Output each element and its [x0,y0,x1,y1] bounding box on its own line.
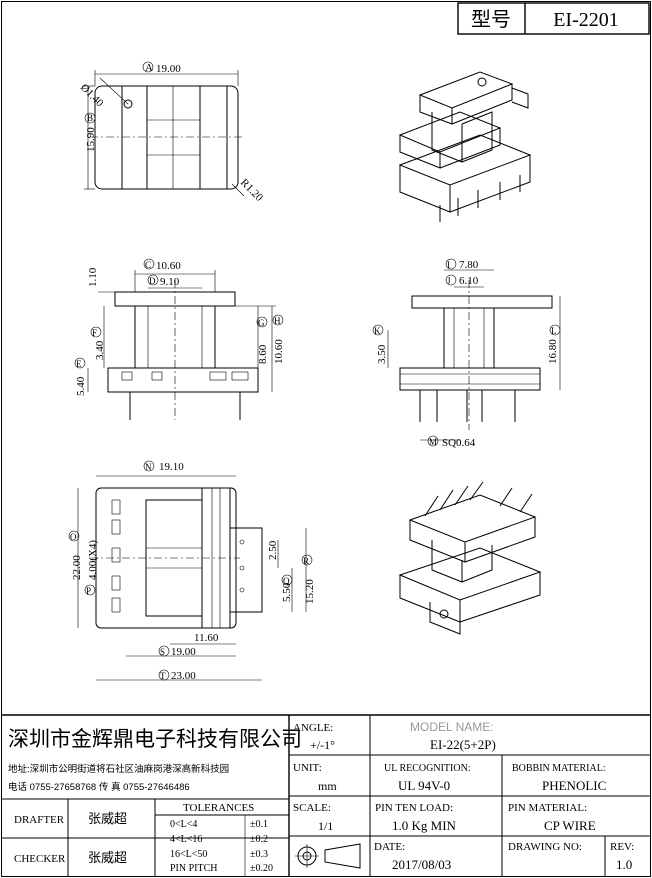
pin-material-label: PIN MATERIAL: [508,802,587,814]
drafter-value: 张威超 [88,811,127,826]
dim-A: 19.00 [156,63,181,75]
dim-E: 5.40 [75,376,87,396]
marker-M: M [429,437,437,447]
isometric-view-bottom [398,481,542,635]
marker-K: K [374,326,381,336]
rev-label: REV: [610,841,634,853]
marker-P: P [86,586,91,596]
angle-label: ANGLE: [293,722,333,734]
marker-E: E [76,359,82,369]
dim-H: 10.60 [273,339,285,364]
title-block: 深圳市金辉鼎电子科技有限公司 地址:深圳市公明街道将石社区油麻岗港深高新科技园 … [1,714,651,876]
dim-O: 22.00 [71,555,83,580]
marker-J: J [447,276,451,286]
tol-value-3: ±0.3 [250,849,268,860]
company-phone: 电话 0755-27658768 传 真 0755-27646486 [8,781,190,793]
dim-L: 16.80 [547,339,559,364]
marker-G: G [258,318,265,328]
dim-radius: R1.20 [238,177,266,205]
scale-label: SCALE: [293,802,331,814]
rev-value: 1.0 [616,857,632,872]
dim-N: 19.10 [159,461,184,473]
model-number: EI-2201 [553,9,619,31]
dim-R: 15.20 [304,579,316,604]
pin-load-label: PIN TEN LOAD: [375,802,453,814]
dim-2-50: 2.50 [267,540,279,560]
model-name-value: EI-22(5+2P) [430,737,496,752]
dim-B: 15.90 [85,127,97,152]
dim-M: SQ0.64 [442,437,476,449]
dim-J: 6.10 [459,275,479,287]
isometric-view-top [398,71,532,222]
marker-D: D [149,276,156,286]
angle-value: +/-1° [310,738,335,752]
dim-K: 3.50 [376,344,388,364]
drawing-no-label: DRAWING NO: [508,841,582,853]
unit-label: UNIT: [293,762,322,774]
tol-range-3: 16<L<50 [170,849,207,860]
dim-S: 19.00 [171,646,196,658]
date-label: DATE: [374,841,405,853]
tol-range-2: 4<L<16 [170,834,202,845]
pin-material-value: CP WIRE [544,818,596,833]
date-value: 2017/08/03 [392,857,451,872]
tol-range-1: 0<L<4 [170,819,197,830]
dim-11-60: 11.60 [194,632,219,644]
marker-S: S [160,647,165,657]
projection-symbol [295,843,361,869]
company-address: 地址:深圳市公明街道将石社区油麻岗港深高新科技园 [8,763,229,775]
marker-F: F [92,328,97,338]
drafter-label: DRAFTER [14,814,65,826]
company-name: 深圳市金辉鼎电子科技有限公司 [8,728,302,751]
tolerances-label: TOLERANCES [183,802,254,814]
marker-N: N [145,462,152,472]
dim-Q: 5.50 [281,582,293,602]
marker-T: T [160,671,166,681]
checker-value: 张威超 [88,850,127,865]
bobbin-material-label: BOBBIN MATERIAL: [512,763,606,774]
bottom-view: N 19.10 O 22.00 P 4.00(X4) 2.50 Q 5.50 R… [68,460,316,682]
tol-range-4: PIN PITCH [170,863,218,874]
tol-value-2: ±0.2 [250,834,268,845]
tol-value-1: ±0.1 [250,819,268,830]
marker-C: C [145,260,151,270]
checker-label: CHECKER [14,853,66,865]
side-view: I 7.80 J 6.10 K 3.50 L 16.80 M SQ0.64 [372,258,561,449]
marker-R: R [303,556,309,566]
marker-L: L [551,326,557,336]
ul-label: UL RECOGNITION: [384,763,471,774]
dim-F: 3.40 [94,340,106,360]
model-name-label: MODEL NAME: [410,720,494,734]
dim-I: 7.80 [459,259,479,271]
marker-I: I [447,260,450,270]
marker-A: A [145,62,153,74]
ul-value: UL 94V-0 [398,778,450,793]
dim-D: 9.10 [160,276,180,288]
model-label: 型号 [471,8,511,31]
dim-top-gap: 1.10 [87,267,99,287]
tol-value-4: ±0.20 [250,863,273,874]
marker-B: B [87,113,93,123]
marker-O: O [70,532,77,542]
marker-H: H [274,316,281,326]
dim-P: 4.00(X4) [87,540,99,580]
model-header: 型号 EI-2201 [457,2,650,35]
dim-C: 10.60 [156,260,181,272]
unit-value: mm [318,779,337,793]
scale-value: 1/1 [318,819,333,833]
front-view: C 10.60 D 9.10 1.10 F 3.40 E 5.40 G 8.60… [74,258,285,420]
top-view: A 19.00 B 15.90 Ø1.40 R1.20 [78,61,266,205]
bobbin-material-value: PHENOLIC [542,778,606,793]
dim-T: 23.00 [171,670,196,682]
marker-Q: Q [283,576,290,586]
dim-G: 8.60 [257,344,269,364]
pin-load-value: 1.0 Kg MIN [392,818,457,833]
